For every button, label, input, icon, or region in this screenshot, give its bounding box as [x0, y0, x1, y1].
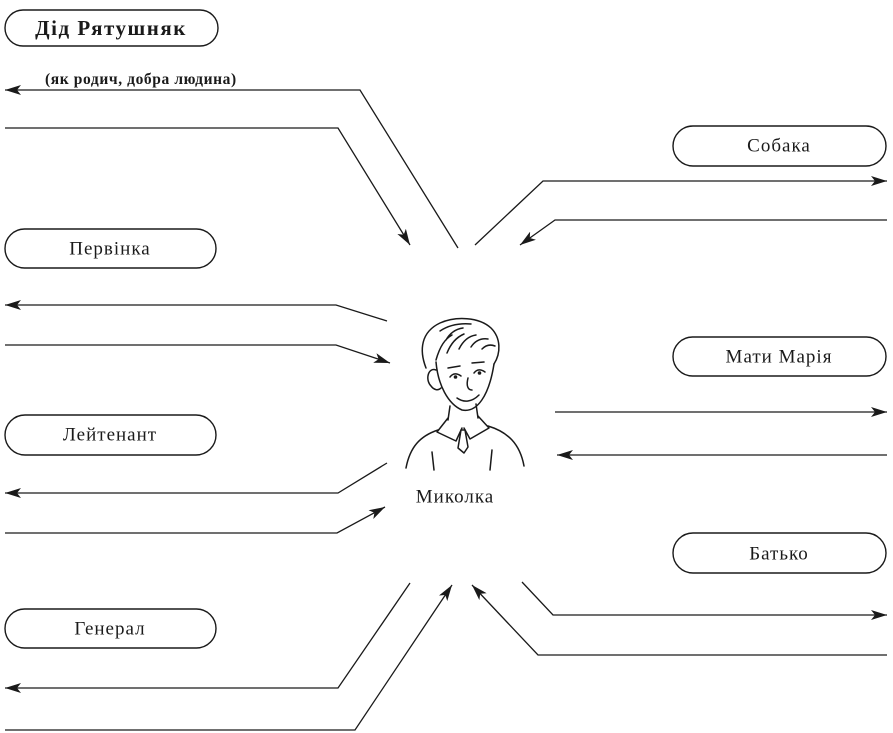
node-pill — [672, 532, 887, 574]
node-did-ratushniak: Дід Рятушняк — [4, 9, 219, 47]
boy-shoulders — [405, 425, 525, 469]
arrow-from-batko — [471, 584, 887, 656]
node-heneral: Генерал — [4, 608, 217, 649]
center-character-name: Миколка — [416, 487, 494, 508]
node-label: Дід Рятушняк — [35, 16, 187, 40]
node-pill — [672, 336, 887, 377]
boy-collar — [436, 415, 490, 442]
node-pill — [672, 125, 887, 167]
boy-hair-outline — [421, 317, 500, 369]
arrow-to-heneral — [5, 582, 411, 693]
node-batko: Батько — [672, 532, 887, 574]
arrow-to-batko — [521, 581, 887, 620]
boy-face-outline — [435, 361, 495, 412]
arrow-to-did-ratushniak — [5, 85, 459, 249]
node-sobaka: Собака — [672, 125, 887, 167]
node-label: Генерал — [74, 619, 145, 640]
arrow-from-sobaka — [519, 219, 887, 246]
node-maty-mariia: Мати Марія — [672, 336, 887, 377]
node-label: Собака — [747, 136, 811, 157]
node-label: Мати Марія — [726, 347, 833, 368]
boy-hair-strands — [435, 323, 496, 361]
node-label: Лейтенант — [63, 425, 157, 446]
boy-arm-creases — [431, 449, 493, 471]
node-pervinka: Первінка — [4, 228, 217, 269]
arrow-to-pervinka — [5, 300, 388, 322]
node-pill — [4, 9, 219, 47]
boy-neck — [447, 403, 479, 421]
boy-illustration — [405, 317, 525, 471]
arrow-to-leitenant — [5, 462, 388, 498]
boy-eyebrows — [447, 361, 485, 369]
arrow-from-did-ratushniak — [5, 127, 411, 246]
node-pill — [4, 228, 217, 269]
boy-pupil-left — [453, 375, 458, 379]
boy-nose — [466, 377, 473, 391]
boy-tie — [457, 429, 469, 454]
boy-mouth — [456, 394, 480, 402]
node-pill — [4, 608, 217, 649]
node-leitenant: Лейтенант — [4, 414, 217, 456]
node-pill — [4, 414, 217, 456]
boy-pupil-right — [477, 371, 482, 375]
node-label: Батько — [749, 544, 809, 565]
node-label: Первінка — [69, 239, 150, 260]
arrow-to-sobaka — [474, 176, 887, 246]
annotation-relative-good-person: (як родич, добра людина) — [45, 71, 237, 88]
arrow-from-pervinka — [5, 344, 391, 364]
arrow-from-heneral — [5, 584, 453, 731]
boy-eyes — [449, 369, 486, 378]
boy-ear — [427, 368, 442, 391]
arrow-from-leitenant — [5, 506, 386, 534]
